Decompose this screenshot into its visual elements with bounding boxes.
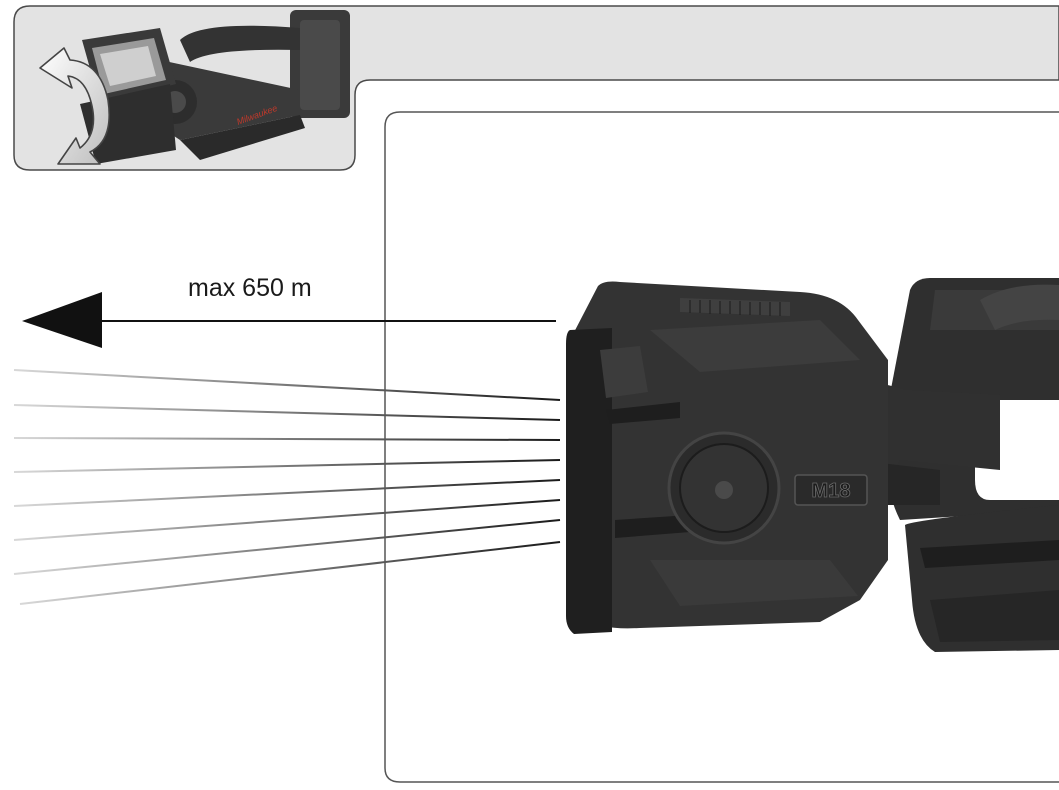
range-arrow-icon	[22, 292, 556, 348]
range-label: max 650 m	[188, 274, 312, 302]
model-badge: M18	[812, 480, 851, 502]
light-beam-icon	[13, 369, 561, 605]
rotate-arrow-icon	[39, 47, 110, 165]
work-light-thumbnail-icon: Milwaukee	[80, 10, 350, 164]
work-light-side-view: M18	[566, 278, 1059, 652]
